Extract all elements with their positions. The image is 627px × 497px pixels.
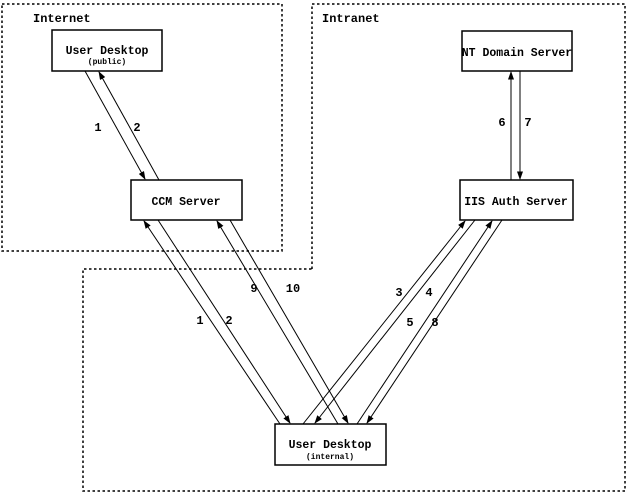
edge-label-1-public: 1 — [94, 121, 101, 135]
edge-8-iis-to-internal-desktop — [366, 219, 503, 424]
intranet-region-border — [82, 3, 626, 492]
edge-label-8: 8 — [431, 316, 438, 330]
edge-label-2-public: 2 — [133, 121, 140, 135]
edge-label-10: 10 — [286, 282, 300, 296]
node-nt-domain-server-label: NT Domain Server — [462, 47, 573, 60]
edge-5-internal-desktop-to-iis — [356, 220, 493, 425]
node-user-desktop-internal: User Desktop (internal) — [274, 423, 387, 466]
node-iis-auth-server-label: IIS Auth Server — [464, 196, 568, 209]
edge-2-ccm-to-internal-desktop — [157, 219, 291, 424]
edge-3-internal-desktop-to-iis — [302, 220, 466, 425]
edge-1-internal-desktop-to-ccm — [143, 220, 281, 425]
node-user-desktop-internal-label: User Desktop — [289, 439, 372, 452]
node-iis-auth-server-box — [459, 179, 574, 221]
node-user-desktop-public: User Desktop (public) — [51, 29, 163, 72]
edge-2-ccm-to-public-desktop — [98, 71, 160, 181]
node-ccm-server-label: CCM Server — [151, 196, 220, 209]
node-nt-domain-server-box — [461, 30, 573, 72]
node-user-desktop-internal-sublabel: (internal) — [306, 453, 354, 462]
node-user-desktop-public-label: User Desktop — [66, 45, 149, 58]
node-user-desktop-internal-box — [274, 423, 387, 466]
node-user-desktop-public-box — [51, 29, 163, 72]
intranet-region-label: Intranet — [322, 12, 380, 26]
node-ccm-server: CCM Server — [130, 179, 243, 221]
edge-1-public-desktop-to-ccm — [84, 70, 146, 180]
edge-label-5: 5 — [406, 316, 413, 330]
edge-label-2-internal: 2 — [225, 314, 232, 328]
edge-9-internal-desktop-to-ccm — [216, 220, 339, 425]
edge-label-3: 3 — [395, 286, 402, 300]
node-nt-domain-server: NT Domain Server — [461, 30, 573, 72]
edge-label-6: 6 — [498, 116, 505, 130]
edge-label-9: 9 — [250, 282, 257, 296]
internet-region-label: Internet — [33, 12, 91, 26]
node-ccm-server-box — [130, 179, 243, 221]
edge-10-ccm-to-internal-desktop — [229, 219, 349, 424]
edge-label-4: 4 — [425, 286, 432, 300]
edge-label-7: 7 — [524, 116, 531, 130]
internet-region-border — [1, 3, 283, 252]
edge-4-iis-to-internal-desktop — [314, 219, 476, 424]
edge-label-1-internal: 1 — [196, 314, 203, 328]
node-user-desktop-public-sublabel: (public) — [88, 58, 126, 67]
node-iis-auth-server: IIS Auth Server — [459, 179, 574, 221]
